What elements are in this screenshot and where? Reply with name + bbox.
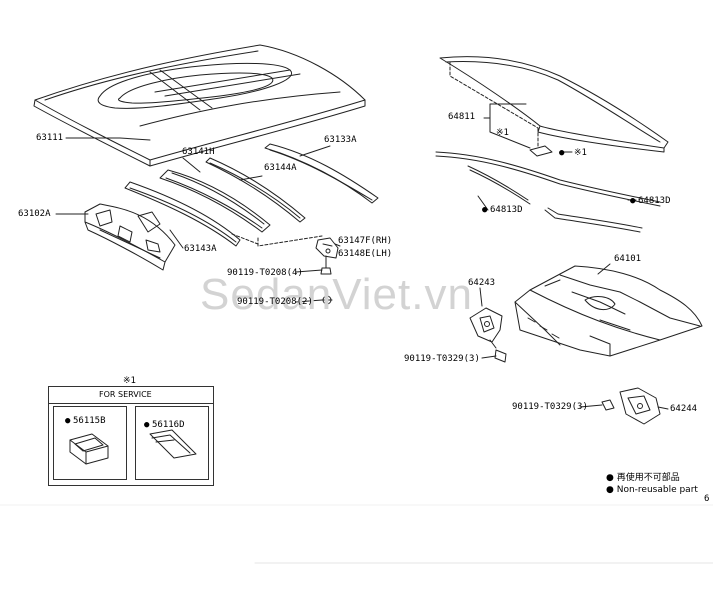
clip-56115B-drawing [70,434,108,464]
label-64811: 64811 [448,112,476,122]
roof-reinforcement-63143A [125,182,240,246]
bracket-63147F [316,238,338,258]
label-64813D-left: 64813D [490,205,523,215]
roof-reinforcement-63141H [160,170,270,232]
label-63133A: 63133A [324,135,357,145]
non-reusable-dot-icon: ● [606,485,617,495]
rear-roof-panel-63102A [85,204,175,270]
non-reusable-dot-icon: ● [65,416,71,426]
package-tray-panel-64101 [515,266,702,356]
label-64244: 64244 [670,404,698,414]
non-reusable-dot-icon: ● [630,196,636,206]
leader-lines [56,104,668,409]
roof-reinforcement-63133A [265,144,378,203]
service-box-header [48,386,214,404]
service-box-cell-left [53,406,127,480]
bolt-t0208-4 [321,256,331,274]
label-bolt-t0208-2: 90119-T0208(2) [237,297,313,307]
non-reusable-dot-icon: ● [559,148,565,158]
bolt-t0329-upper [495,350,506,362]
label-bolt-t0329-a: 90119-T0329(3) [404,354,480,364]
ref-mark-1-a: ※1 [496,128,509,138]
label-64101: 64101 [614,254,642,264]
roof-panel-63111 [34,45,365,166]
weatherstrip-64813D-lower [545,208,642,232]
non-reusable-dot-icon: ● [144,420,150,430]
legend-text-en: Non-reusable part [616,485,698,495]
label-63148E: 63148E(LH) [338,249,393,259]
glass-clip [530,146,552,156]
bolt-t0208-2 [322,295,332,305]
bolt-t0329-lower [602,400,614,410]
page-number: 6 [704,494,710,504]
rear-window-glass-64811 [440,57,668,152]
legend-text-ja: 再使用不可部品 [616,473,680,483]
label-64243: 64243 [468,278,496,288]
legend-line-en: ● Non-reusable part [606,484,698,496]
label-63143A: 63143A [184,244,217,254]
label-63111: 63111 [36,133,64,143]
bracket-64244 [620,388,660,424]
roof-reinforcement-63144A [206,158,305,222]
label-bolt-t0329-b: 90119-T0329(3) [512,402,588,412]
label-56115B: 56115B [73,416,106,426]
bracket-64243 [470,308,502,348]
service-box-ref: ※1 [123,376,136,386]
label-56116D: 56116D [152,420,185,430]
watermark: SedanViet.vn [200,270,473,319]
weatherstrip-64813D-upper [436,152,660,206]
legend-line-ja: ● 再使用不可部品 [606,472,680,484]
clip-56116D-drawing [150,430,196,458]
label-bolt-t0208-4: 90119-T0208(4) [227,268,303,278]
service-box-cell-right [135,406,209,480]
ref-mark-1-b: ※1 [574,148,587,158]
label-64813D-right: 64813D [638,196,671,206]
label-63144A: 63144A [264,163,297,173]
non-reusable-dot-icon: ● [606,473,617,483]
weatherstrip-64813D-left [468,166,530,204]
service-box-title: FOR SERVICE [99,390,152,399]
label-63141H: 63141H [182,147,215,157]
non-reusable-dot-icon: ● [482,205,488,215]
label-63102A: 63102A [18,209,51,219]
label-63147F: 63147F(RH) [338,236,393,246]
